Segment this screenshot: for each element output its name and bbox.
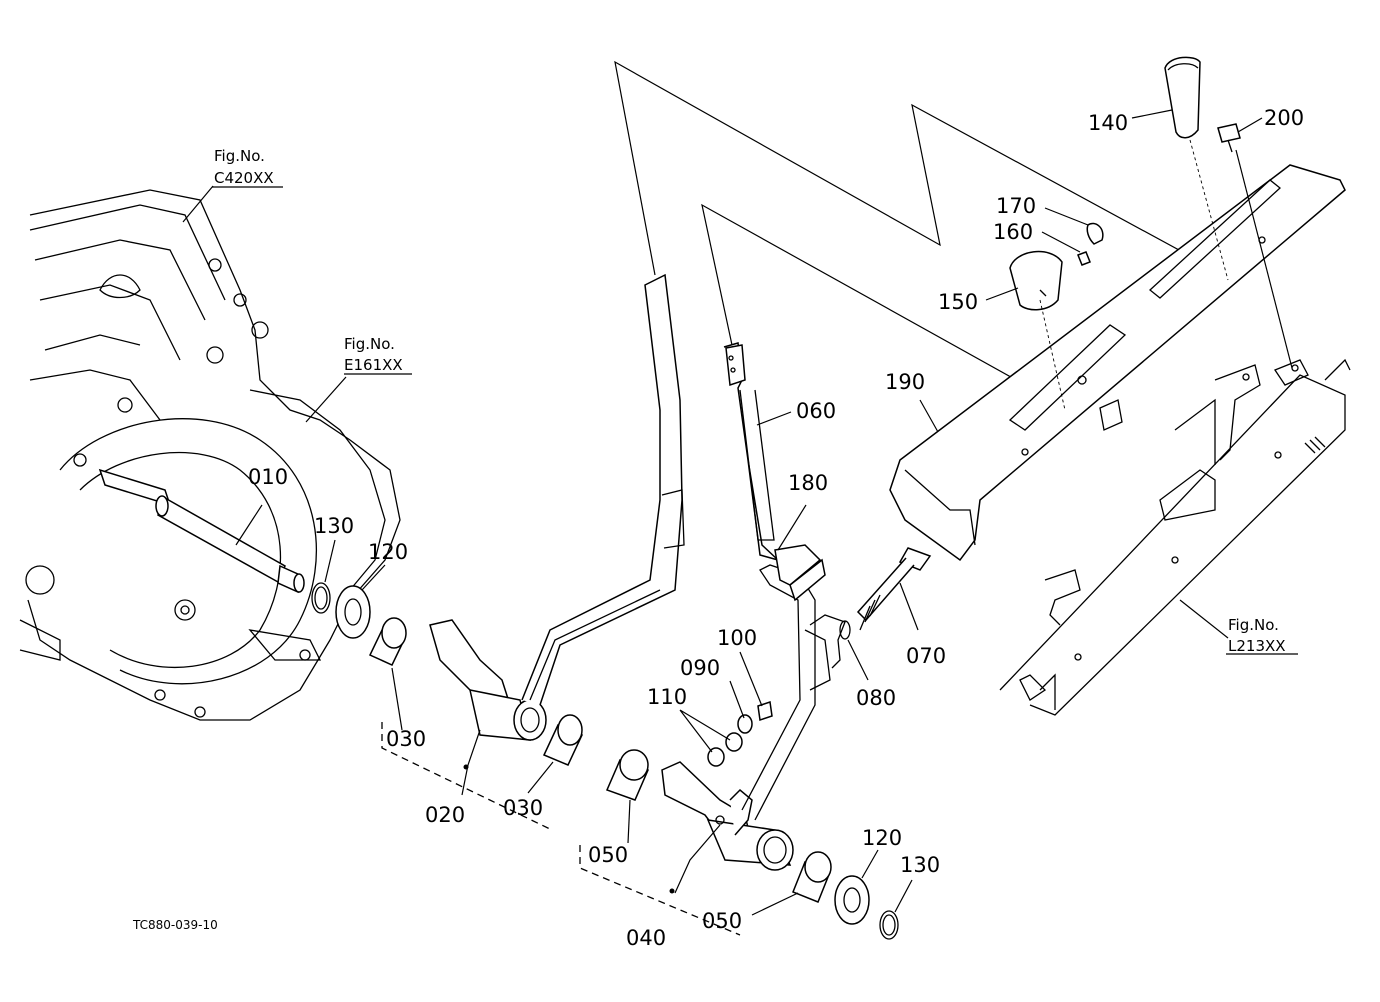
leader-110 — [679, 709, 731, 753]
part-label-120: 120 — [862, 826, 902, 850]
axis-200 — [1235, 149, 1293, 369]
bushing-050-upper — [605, 749, 650, 801]
leader-120-right — [861, 849, 879, 879]
fig-ref-code: C420XX — [214, 169, 274, 187]
part-label-160: 160 — [993, 220, 1033, 244]
leader-020 — [461, 729, 481, 796]
drawing-caption: TC880-039-10 — [132, 918, 218, 932]
leader-100 — [739, 651, 763, 707]
fig-ref-e161xx: Fig.No. E161XX — [344, 335, 403, 374]
leader-050-upper — [627, 799, 631, 844]
lever-040 — [661, 564, 816, 871]
fig-ref-c420xx: Fig.No. C420XX — [214, 147, 274, 187]
washer-120-left — [335, 585, 371, 639]
washer-120-right — [834, 875, 870, 925]
axis-140 — [1189, 139, 1229, 281]
group-bracket-040 — [579, 845, 741, 936]
snap-ring-130-left — [311, 582, 331, 614]
cap-170 — [1086, 222, 1104, 245]
washer-090 — [737, 714, 753, 734]
leader-090 — [729, 680, 745, 719]
part-label-130: 130 — [900, 853, 940, 877]
part-label-070: 070 — [906, 644, 946, 668]
part-label-130: 130 — [314, 514, 354, 538]
leader-180 — [777, 504, 807, 551]
leader-120-left — [361, 564, 386, 591]
bracket-180 — [774, 544, 826, 602]
part-label-050: 050 — [702, 909, 742, 933]
bushing-030-upper — [368, 617, 407, 666]
group-bracket-020 — [381, 722, 553, 831]
fig-ref-title: Fig.No. — [214, 147, 265, 165]
leader-150 — [985, 287, 1019, 301]
fig-ref-code: E161XX — [344, 356, 403, 374]
leader-160 — [1041, 231, 1081, 253]
bolt-070 — [856, 547, 932, 631]
part-label-140: 140 — [1088, 111, 1128, 135]
leader-170 — [1044, 207, 1089, 226]
spacer-100 — [757, 701, 773, 721]
knob-150 — [1009, 250, 1063, 311]
part-label-080: 080 — [856, 686, 896, 710]
group-marker-040 — [669, 888, 675, 894]
fig-ref-l213xx: Fig.No. L213XX — [1228, 616, 1286, 655]
rod-060 — [723, 342, 779, 561]
part-label-120: 120 — [368, 540, 408, 564]
group-marker-020 — [463, 764, 469, 770]
leader-fig-c420xx — [182, 185, 214, 223]
leader-070 — [899, 582, 919, 631]
transmission-housing — [19, 189, 401, 721]
snap-ring-130-right — [879, 910, 899, 940]
leader-lines-top — [614, 60, 1226, 276]
leader-030-upper — [391, 667, 403, 731]
part-label-050: 050 — [588, 843, 628, 867]
leader-lines-mid — [701, 203, 1071, 411]
leader-200 — [1237, 117, 1263, 133]
part-label-060: 060 — [796, 399, 836, 423]
leader-fig-e161xx — [305, 376, 347, 423]
fig-ref-title: Fig.No. — [1228, 616, 1279, 634]
part-label-040: 040 — [626, 926, 666, 950]
part-label-030: 030 — [503, 796, 543, 820]
frame-bracket — [999, 358, 1351, 716]
leader-040 — [674, 824, 721, 894]
bushing-050-lower — [792, 851, 832, 903]
leader-080 — [847, 639, 869, 681]
fig-ref-title: Fig.No. — [344, 335, 395, 353]
part-label-170: 170 — [996, 194, 1036, 218]
leader-190 — [919, 399, 939, 433]
part-label-020: 020 — [425, 803, 465, 827]
bushing-030-lower — [542, 714, 584, 766]
leader-030-lower — [527, 761, 554, 794]
part-label-190: 190 — [885, 370, 925, 394]
leader-130-right — [894, 879, 913, 913]
nut-110 — [707, 732, 743, 767]
leader-140 — [1131, 109, 1173, 119]
leader-060 — [756, 411, 792, 426]
bolt-200 — [1217, 123, 1241, 153]
guide-plate-190 — [889, 164, 1346, 562]
part-label-110: 110 — [647, 685, 687, 709]
part-label-150: 150 — [938, 290, 978, 314]
part-label-180: 180 — [788, 471, 828, 495]
leader-fig-l213xx — [1179, 599, 1229, 639]
part-label-010: 010 — [248, 465, 288, 489]
part-label-030: 030 — [386, 727, 426, 751]
knob-140 — [1164, 56, 1201, 139]
spring-080 — [804, 614, 851, 691]
part-label-200: 200 — [1264, 106, 1304, 130]
axis-150 — [1039, 299, 1066, 411]
screw-160 — [1077, 251, 1091, 266]
part-label-090: 090 — [680, 656, 720, 680]
shaft-010 — [98, 468, 305, 594]
part-label-100: 100 — [717, 626, 757, 650]
lever-020 — [429, 273, 685, 741]
leader-130-left — [324, 539, 336, 583]
fig-ref-code: L213XX — [1228, 637, 1286, 655]
leader-050-lower — [751, 892, 799, 916]
leader-010 — [235, 504, 263, 546]
